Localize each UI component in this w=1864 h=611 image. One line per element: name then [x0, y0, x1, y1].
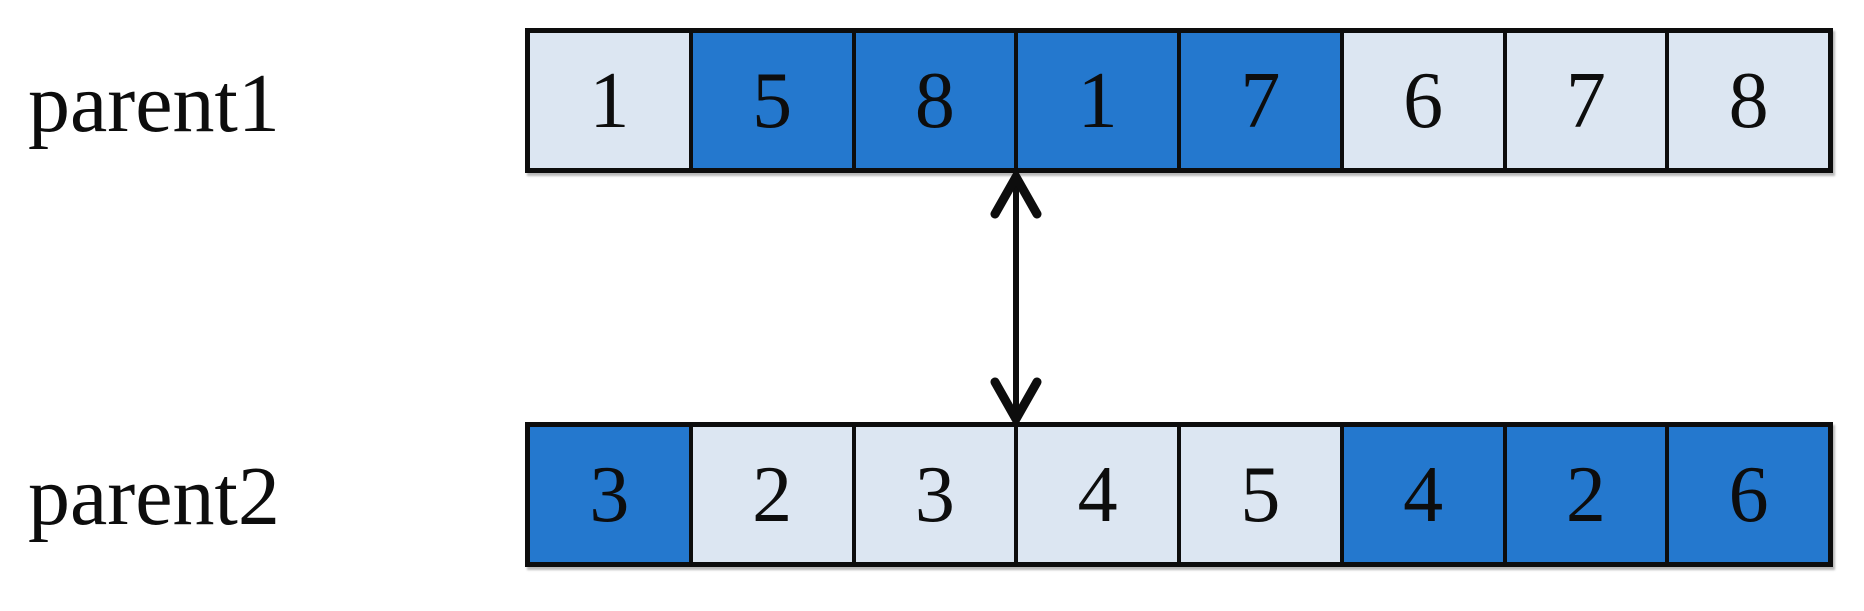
gene-cell: 2: [692, 427, 856, 562]
gene-cell: 1: [530, 33, 693, 168]
gene-cell: 7: [1181, 33, 1344, 168]
gene-cell: 6: [1669, 427, 1828, 562]
gene-cell: 8: [1669, 33, 1828, 168]
gene-cell: 3: [530, 427, 693, 562]
gene-cell: 8: [855, 33, 1019, 168]
gene-cell: 5: [1181, 427, 1344, 562]
gene-cell: 1: [1018, 33, 1181, 168]
parent2-label: parent2: [28, 450, 280, 543]
swap-arrow-icon: [990, 172, 1042, 424]
gene-cell: 3: [855, 427, 1019, 562]
gene-cell: 2: [1506, 427, 1670, 562]
gene-cell: 7: [1506, 33, 1670, 168]
gene-cell: 4: [1343, 427, 1507, 562]
gene-cell: 6: [1343, 33, 1507, 168]
gene-cell: 4: [1018, 427, 1181, 562]
gene-cell: 5: [692, 33, 856, 168]
parent1-label: parent1: [28, 57, 280, 150]
